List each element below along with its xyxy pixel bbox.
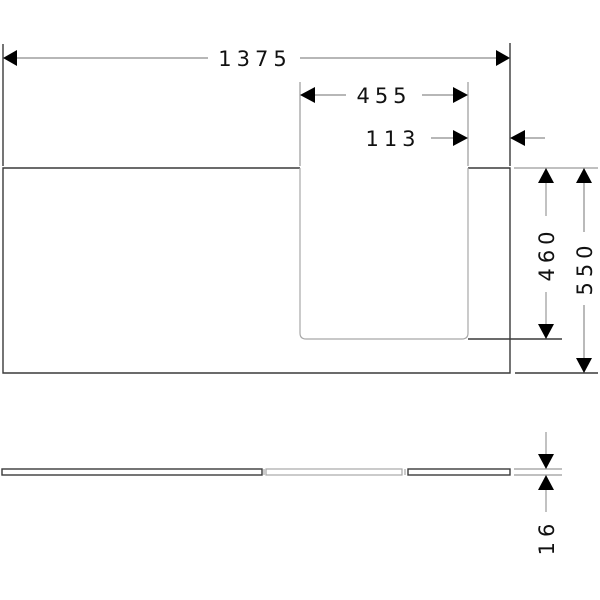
countertop-outline (2, 167, 511, 374)
arrow-down-icon (538, 454, 554, 469)
extension-lines (2, 43, 598, 374)
profile-left-section (1, 468, 263, 476)
dimension-overall-depth: 550 (573, 168, 597, 373)
profile-right-section (407, 468, 511, 476)
side-profile (1, 468, 562, 476)
dimension-thickness: 16 (535, 432, 559, 555)
arrow-right-icon (453, 87, 468, 103)
dimension-label-overall-width: 1375 (218, 47, 291, 71)
dimension-cutout-width: 455 (300, 84, 468, 108)
arrow-down-icon (576, 358, 592, 373)
arrow-left-icon (300, 87, 315, 103)
dimension-cutout-offset: 113 (365, 127, 545, 151)
arrow-right-icon (496, 50, 510, 66)
dimension-cutout-depth: 460 (535, 168, 559, 339)
profile-cutout-section (265, 468, 403, 476)
arrow-right-icon (453, 130, 468, 146)
dimension-label-cutout-depth: 460 (535, 226, 559, 281)
arrow-up-icon (538, 475, 554, 490)
arrow-down-icon (538, 324, 554, 339)
arrow-left-icon (510, 130, 525, 146)
cutout-outline (299, 168, 469, 340)
arrow-left-icon (3, 50, 17, 66)
dimension-label-thickness: 16 (535, 519, 559, 556)
top-view (2, 167, 511, 374)
arrow-up-icon (538, 168, 554, 183)
dimension-label-overall-depth: 550 (573, 240, 597, 295)
dimension-label-cutout-width: 455 (356, 84, 411, 108)
arrow-up-icon (576, 168, 592, 183)
dimension-overall-width: 1375 (3, 47, 510, 71)
dimension-label-cutout-offset: 113 (365, 127, 420, 151)
